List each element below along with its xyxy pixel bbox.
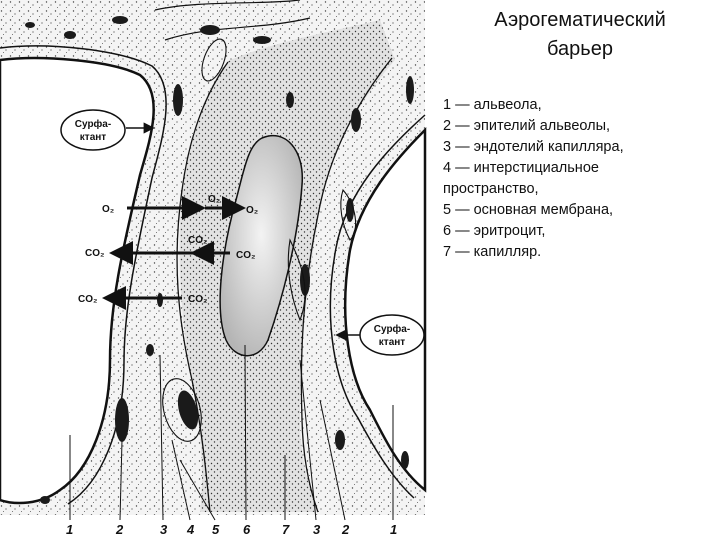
aerohematic-barrier-diagram: Сурфа- ктант Сурфа- ктант O₂ O₂ O₂ CO₂ C… [0, 0, 427, 537]
diagram-title: Аэрогематический барьер [440, 6, 720, 64]
co2-label-mid-2: CO₂ [188, 294, 207, 305]
callout-2-left: 2 [115, 522, 124, 537]
title-line-2: барьер [547, 38, 613, 60]
callout-4: 4 [186, 522, 195, 537]
callout-1-left: 1 [66, 522, 73, 537]
vessel-top-2 [164, 17, 311, 41]
legend-item: 4 — интерстициальное [443, 160, 599, 176]
surfactant-label-right: Сурфа- ктант [335, 314, 425, 356]
surfactant-right-line1: Сурфа- [374, 323, 410, 335]
callout-6: 6 [243, 522, 251, 537]
o2-label-left: O₂ [102, 204, 114, 215]
co2-label-left-1: CO₂ [85, 248, 104, 259]
callout-1-right: 1 [390, 522, 397, 537]
alveolar-epithelium-right [329, 114, 426, 499]
capillary-endothelium-left [176, 61, 229, 513]
co2-label-left-2: CO₂ [78, 294, 97, 305]
legend-item: 3 — эндотелий капилляра, [443, 139, 624, 155]
legend-item: 1 — альвеола, [443, 97, 542, 113]
legend: 1 — альвеола, 2 — эпителий альвеолы, 3 —… [443, 95, 715, 263]
surfactant-label-left: Сурфа- ктант [60, 109, 155, 151]
surfactant-left-line1: Сурфа- [75, 118, 111, 130]
title-line-1: Аэрогематический [494, 9, 666, 31]
legend-item: 6 — эритроцит, [443, 223, 546, 239]
callout-2-right: 2 [341, 522, 350, 537]
callout-3-right: 3 [313, 522, 321, 537]
co2-label-mid-1: CO₂ [188, 235, 207, 246]
surfactant-right-line2: ктант [379, 337, 406, 348]
o2-label-right: O₂ [246, 205, 258, 216]
callout-lines [69, 344, 394, 521]
callout-3-left: 3 [160, 522, 168, 537]
surfactant-left-line2: ктант [80, 132, 107, 143]
vessel-top [154, 0, 301, 11]
callout-7: 7 [282, 522, 290, 537]
legend-item: 2 — эпителий альвеолы, [443, 118, 611, 134]
cell-outlines [162, 38, 357, 442]
legend-item: 5 — основная мембрана, [443, 202, 614, 218]
o2-label-mid: O₂ [208, 194, 220, 205]
capillary-endothelium-right [300, 57, 393, 513]
co2-label-right-1: CO₂ [236, 250, 255, 261]
legend-item: 7 — капилляр. [443, 244, 542, 260]
legend-item: пространство, [443, 181, 539, 197]
callout-5: 5 [212, 522, 220, 537]
gas-exchange-arrows [102, 196, 246, 310]
